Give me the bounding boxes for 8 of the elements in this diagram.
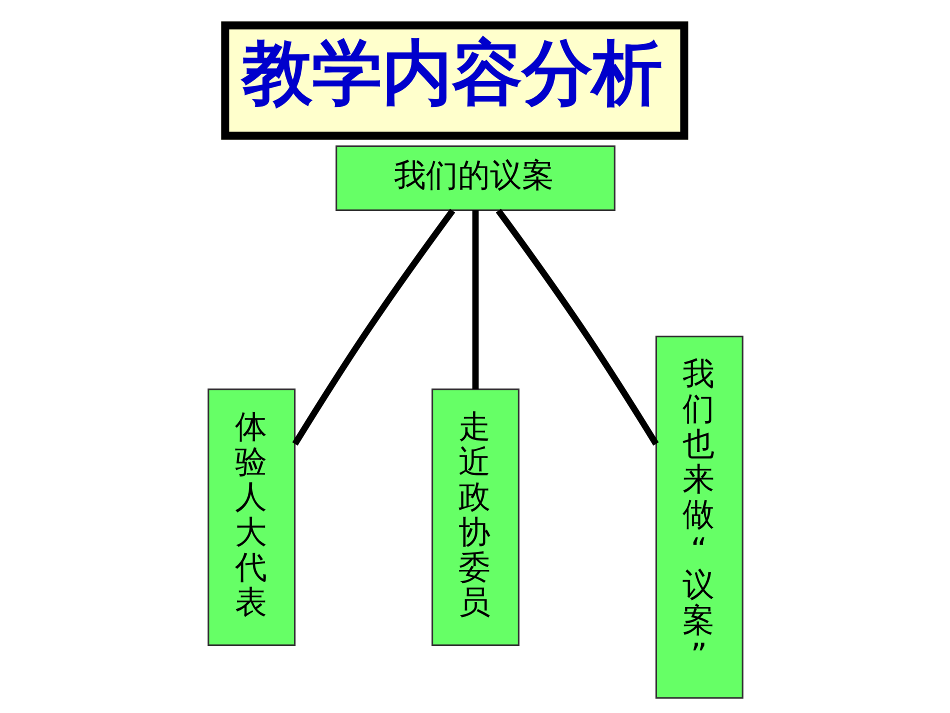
connector [495,208,658,446]
node-box: 我们的议案 [335,145,615,211]
diagram-title: 教学内容分析 [241,32,662,114]
connector [472,210,478,390]
node-box: 我们也来做“议案” [654,336,743,699]
node-box: 体验人大代表 [207,388,296,646]
connector [292,208,455,446]
node-box: 走近政协委员 [431,388,519,646]
